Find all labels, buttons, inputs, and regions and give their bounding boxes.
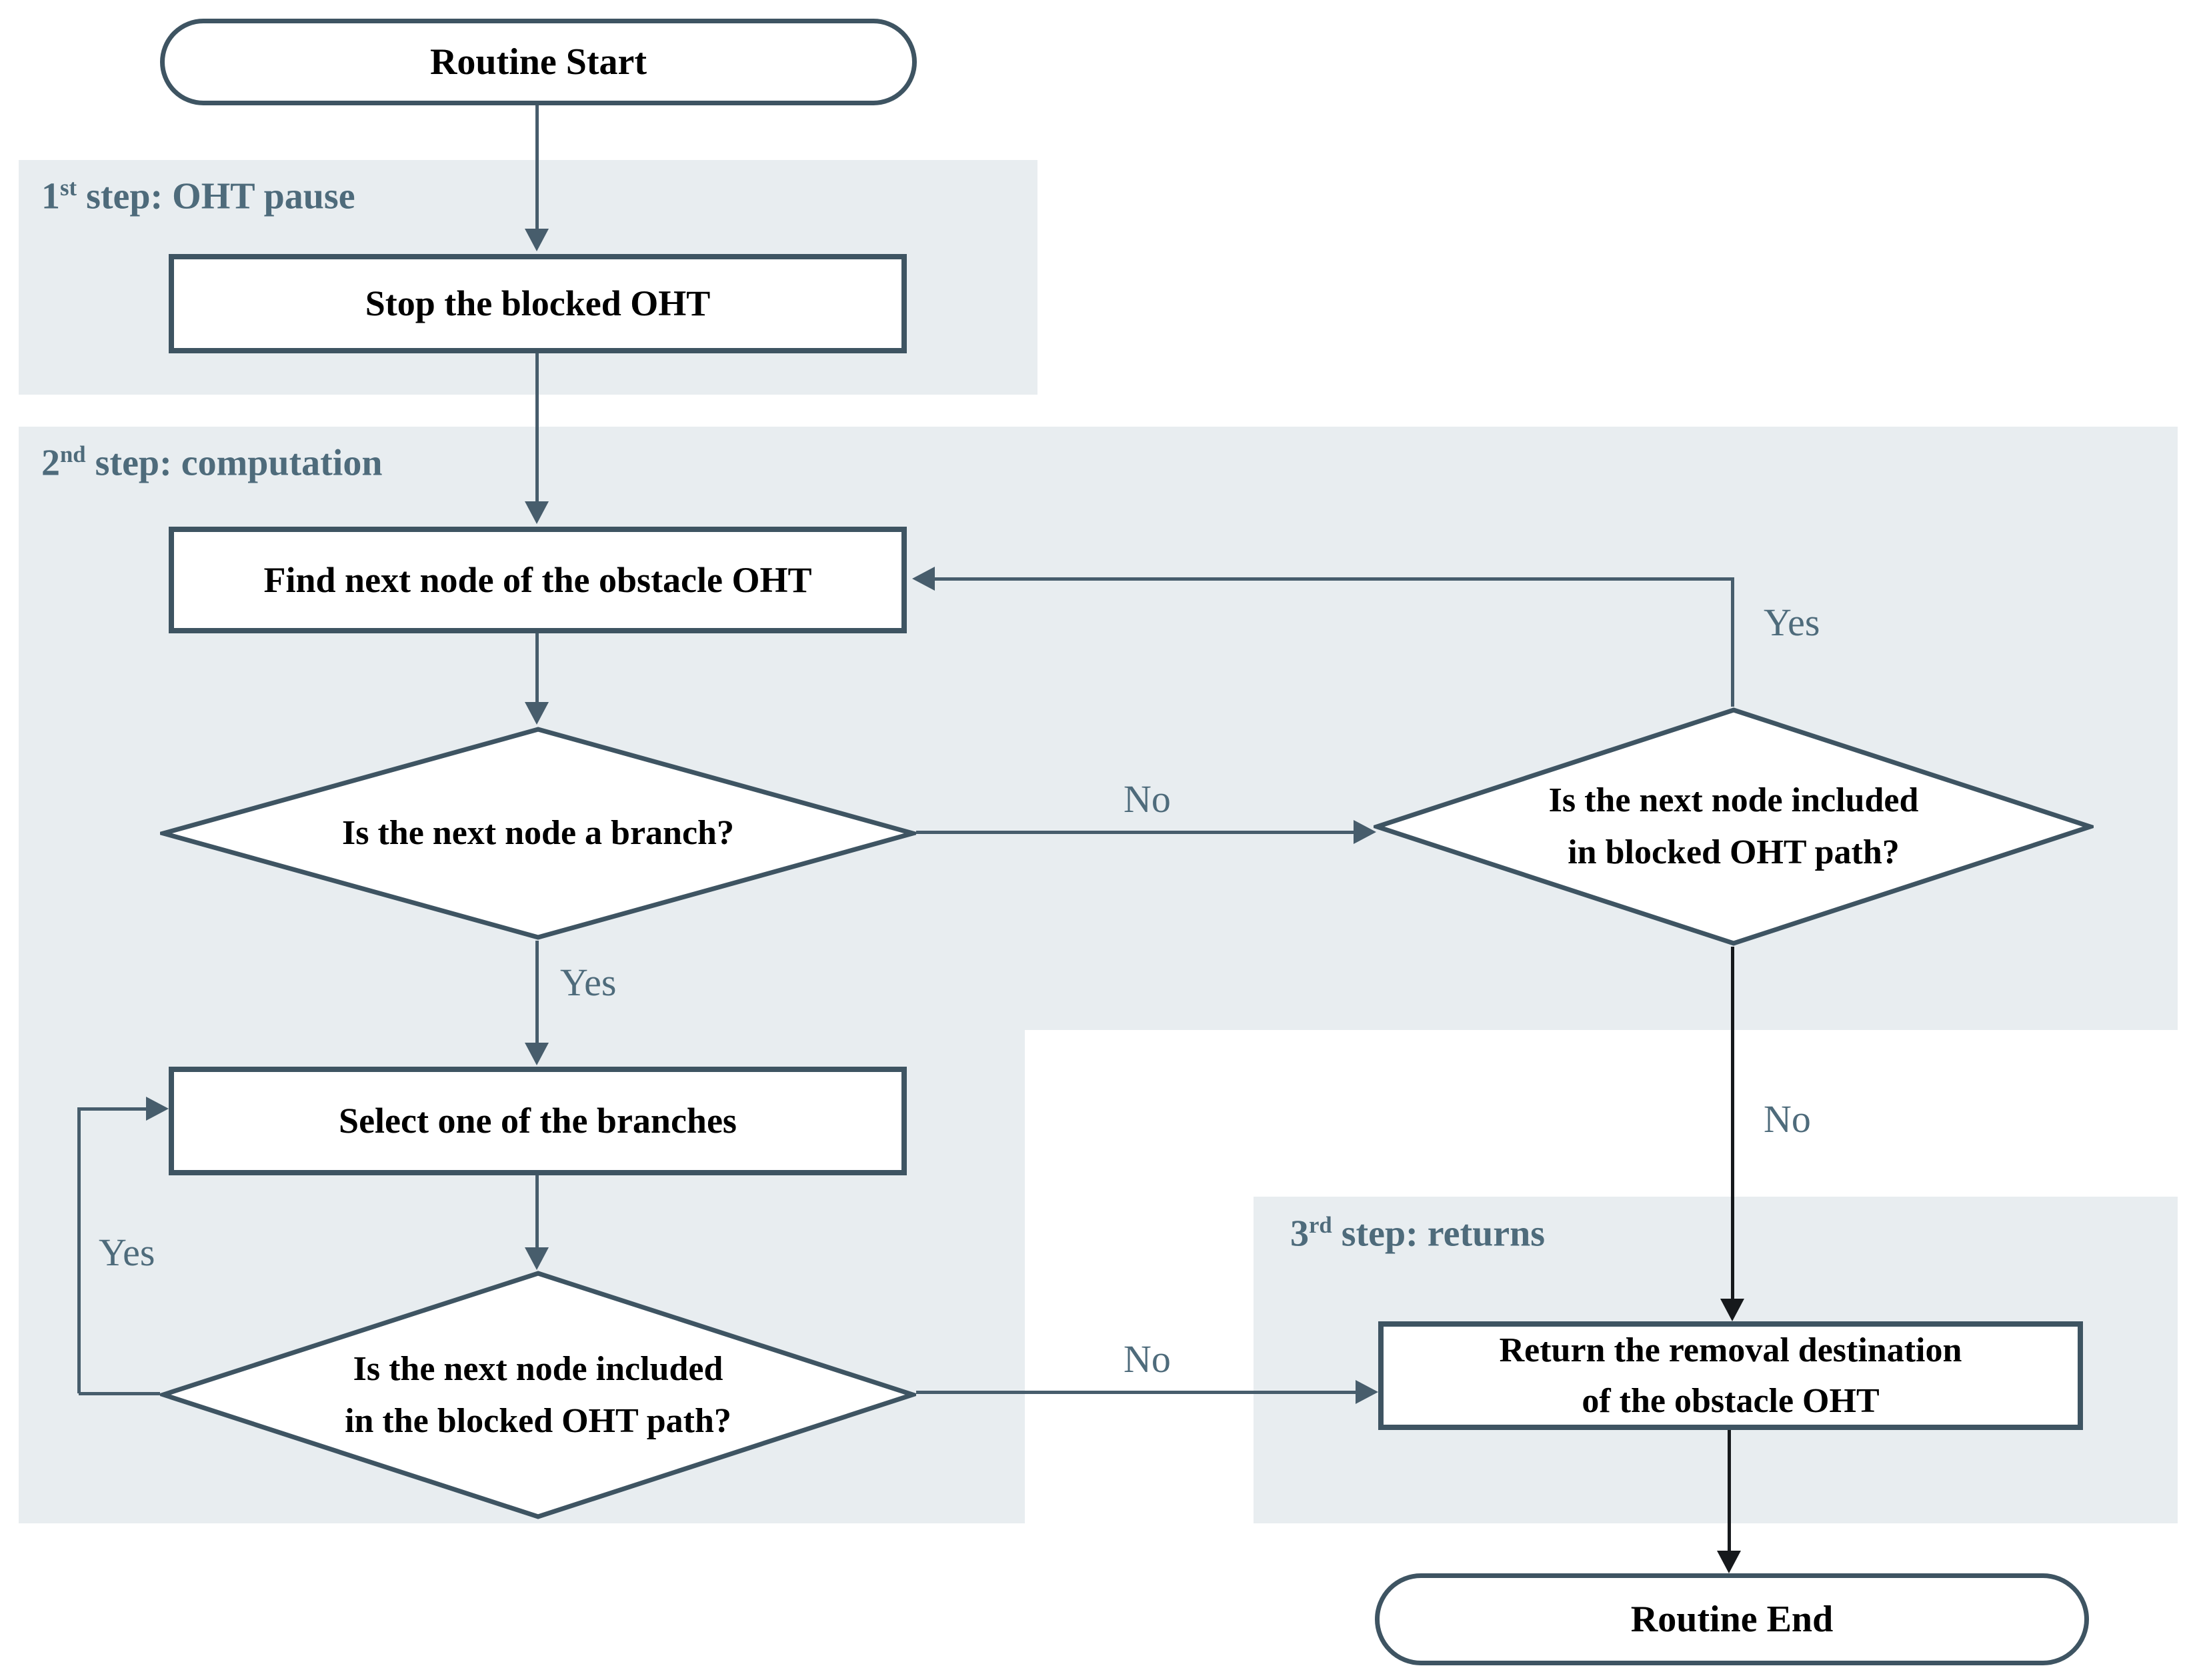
edge-branch-no-to-right-diamond bbox=[916, 831, 1354, 834]
edge-bottom-loop-top bbox=[77, 1107, 146, 1111]
arrowhead-stop bbox=[525, 229, 549, 251]
edge-label-branch-no: No bbox=[1124, 777, 1171, 821]
routine-end-label: Routine End bbox=[1630, 1599, 1834, 1640]
edge-right-no-to-return bbox=[1731, 947, 1734, 1299]
section-label-step2: 2nd step: computation bbox=[41, 441, 383, 484]
edge-select-to-bottom-diamond bbox=[535, 1175, 539, 1247]
section-label-step1: 1st step: OHT pause bbox=[41, 175, 355, 217]
arrowhead-find bbox=[525, 501, 549, 524]
edge-start-to-stop bbox=[535, 105, 539, 229]
branch-decision-label: Is the next node a branch? bbox=[342, 814, 734, 852]
node-find-next-node: Find next node of the obstacle OHT bbox=[169, 527, 907, 633]
edge-bottom-loop-vertical bbox=[77, 1107, 81, 1393]
edge-label-bottom-no: No bbox=[1124, 1337, 1171, 1381]
section-label-step3: 3rd step: returns bbox=[1290, 1212, 1546, 1255]
arrowhead-select-left-edge bbox=[146, 1097, 169, 1121]
edge-label-right-loop-yes: Yes bbox=[1764, 601, 1820, 644]
branch-decision-diamond-shape bbox=[160, 727, 916, 940]
right-decision-diamond-shape bbox=[1374, 707, 2094, 946]
arrowhead-return-top bbox=[1720, 1299, 1744, 1321]
edge-stop-to-find bbox=[535, 353, 539, 501]
node-routine-start: Routine Start bbox=[160, 19, 917, 105]
node-routine-end: Routine End bbox=[1375, 1573, 2089, 1665]
arrowhead-branch-top bbox=[525, 702, 549, 725]
arrowhead-right-diamond bbox=[1354, 820, 1376, 844]
edge-label-bottom-loop-yes: Yes bbox=[99, 1231, 155, 1274]
right-decision-label: Is the next node included in blocked OHT… bbox=[1548, 781, 1919, 871]
arrowhead-bottom-diamond bbox=[525, 1247, 549, 1270]
edge-label-right-no: No bbox=[1764, 1097, 1811, 1141]
node-return-destination: Return the removal destination of the ob… bbox=[1378, 1321, 2083, 1430]
edge-find-to-branch bbox=[535, 633, 539, 702]
node-bottom-blocked-path-decision: Is the next node included in the blocked… bbox=[160, 1270, 916, 1520]
bottom-decision-diamond-shape bbox=[160, 1271, 916, 1519]
edge-bottom-loop-bottom bbox=[79, 1392, 160, 1395]
edge-right-loop-horizontal bbox=[935, 577, 1734, 581]
arrowhead-find-right-edge bbox=[912, 567, 935, 591]
edge-branch-yes-to-select bbox=[535, 941, 539, 1043]
node-right-blocked-path-decision: Is the next node included in blocked OHT… bbox=[1374, 707, 2094, 947]
node-branch-decision: Is the next node a branch? bbox=[160, 726, 916, 941]
edge-label-branch-yes: Yes bbox=[560, 961, 617, 1004]
find-next-node-label: Find next node of the obstacle OHT bbox=[263, 559, 812, 600]
node-stop-blocked-oht: Stop the blocked OHT bbox=[169, 254, 907, 353]
arrowhead-select bbox=[525, 1043, 549, 1065]
routine-start-label: Routine Start bbox=[429, 41, 647, 83]
edge-bottom-no-to-return bbox=[916, 1391, 1356, 1394]
arrowhead-end-top bbox=[1717, 1551, 1741, 1573]
node-select-branch: Select one of the branches bbox=[169, 1067, 907, 1175]
arrowhead-return-left-edge bbox=[1356, 1380, 1378, 1404]
edge-right-loop-vertical bbox=[1731, 577, 1734, 707]
select-branch-label: Select one of the branches bbox=[339, 1101, 737, 1141]
edge-return-to-end bbox=[1728, 1430, 1731, 1551]
bottom-decision-label: Is the next node included in the blocked… bbox=[345, 1349, 731, 1440]
return-destination-label: Return the removal destination of the ob… bbox=[1499, 1331, 1962, 1420]
stop-blocked-oht-label: Stop the blocked OHT bbox=[365, 283, 711, 324]
